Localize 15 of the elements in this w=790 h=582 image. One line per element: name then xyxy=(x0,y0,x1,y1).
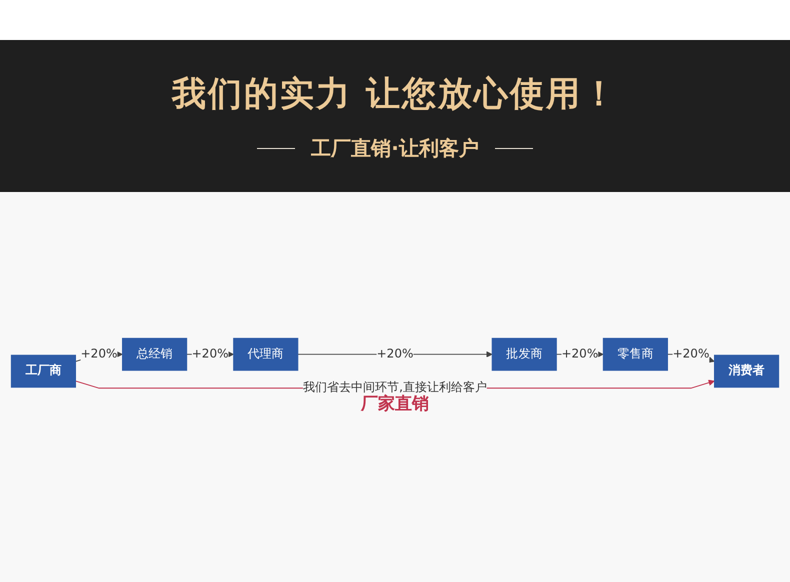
subtitle: 工厂直销·让利客户 xyxy=(311,134,479,162)
edge-label: +20% xyxy=(376,347,414,362)
edge-label: 我们省去中间环节,直接让利给客户 xyxy=(302,380,488,395)
node-box: 消费者 xyxy=(714,355,780,388)
title: 我们的实力 让您放心使用！ xyxy=(172,72,618,116)
edge-label: +20% xyxy=(192,347,229,362)
node-box: 零售商 xyxy=(602,338,668,372)
edge-label: +20% xyxy=(80,347,118,362)
node-box: 批发商 xyxy=(492,338,557,372)
edge-label: +20% xyxy=(672,347,710,362)
edge-label: +20% xyxy=(561,347,598,362)
node-box: 工厂商 xyxy=(10,355,76,388)
node-box: 代理商 xyxy=(233,338,298,372)
node-box: 总经销 xyxy=(122,338,188,372)
edge-note: 厂家直销 xyxy=(361,393,429,416)
